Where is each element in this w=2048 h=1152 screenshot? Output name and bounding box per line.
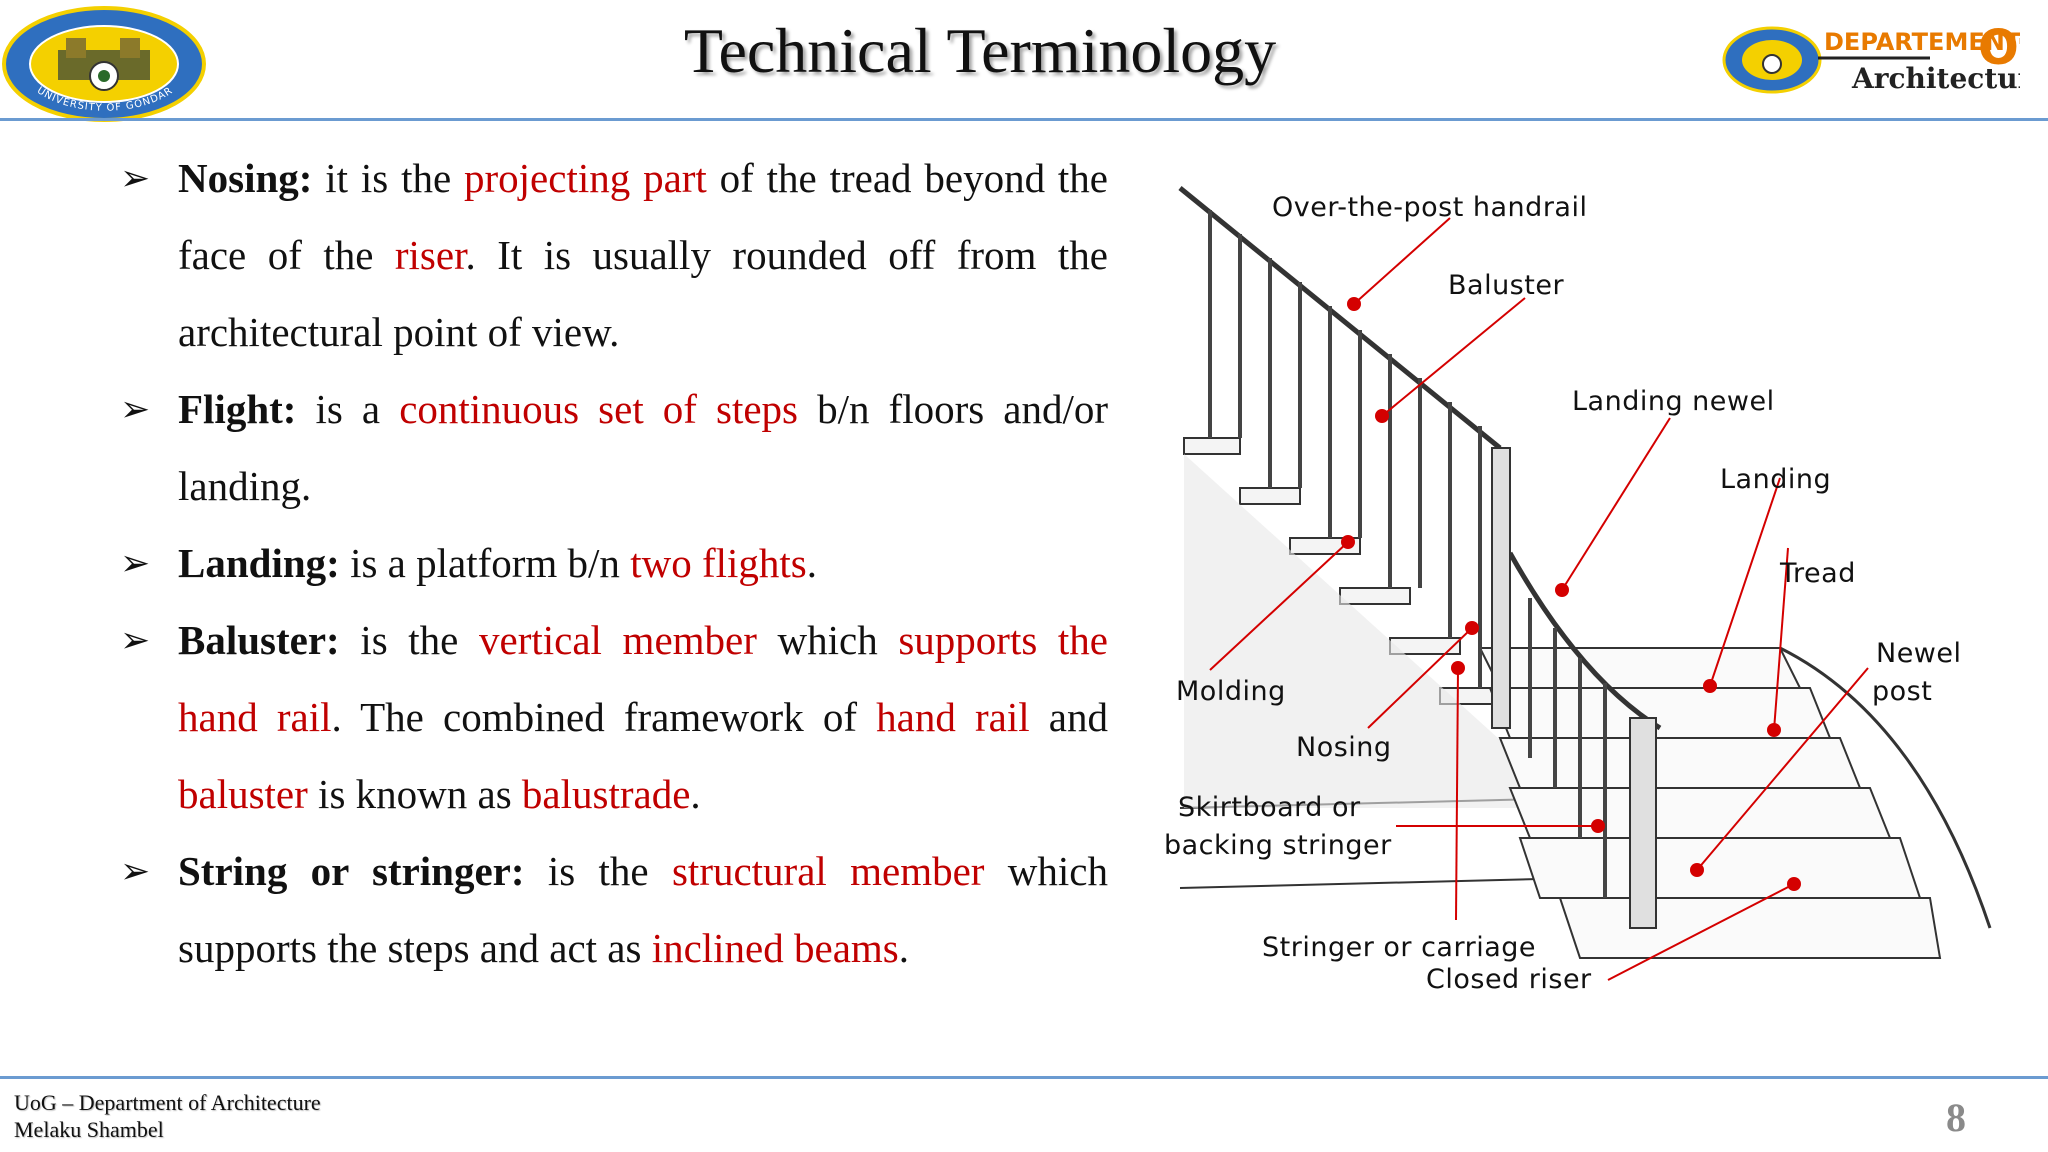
label-backing-stringer: backing stringer: [1164, 830, 1392, 861]
body-text: it is the: [312, 155, 465, 201]
bullet-list: ➢ Nosing: it is the projecting part of th…: [118, 140, 1108, 987]
label-nosing: Nosing: [1296, 732, 1392, 763]
highlighted-text: baluster: [178, 771, 308, 817]
footer-department: UoG – Department of Architecture: [14, 1090, 321, 1115]
highlighted-text: hand rail: [876, 694, 1030, 740]
footer-rule: [0, 1076, 2048, 1079]
bullet-item: ➢ Flight: is a continuous set of steps b/…: [118, 371, 1108, 525]
highlighted-text: vertical member: [479, 617, 757, 663]
body-text: .: [898, 925, 909, 971]
body-text: of the tread beyond the face of the: [178, 155, 1109, 278]
label-newel: Newel: [1876, 638, 1962, 669]
footer-author: Melaku Shambel: [14, 1117, 164, 1142]
body-text: .: [806, 540, 817, 586]
bullet-term: Nosing:: [178, 155, 313, 201]
label-landing: Landing: [1720, 464, 1831, 495]
header-rule: [0, 118, 2048, 121]
svg-text:DEPARTEMENT: DEPARTEMENT: [1824, 28, 2020, 56]
slide-title: Technical Terminology: [683, 15, 1277, 86]
body-text: b/n floors and/or landing.: [178, 386, 1108, 509]
label-post: post: [1872, 676, 1932, 707]
body-text: . The combined framework of: [331, 694, 877, 740]
department-logo: DEPARTEMENT Of Architecture: [1720, 16, 2048, 112]
bullet-arrow-icon: ➢: [120, 543, 151, 583]
highlighted-text: supports the hand rail: [178, 617, 1109, 740]
bullet-arrow-icon: ➢: [120, 851, 151, 891]
body-text: is a: [296, 386, 400, 432]
page-number: 8: [1946, 1095, 1966, 1140]
svg-text:Architecture: Architecture: [1851, 62, 2020, 95]
highlighted-text: riser: [394, 232, 466, 278]
body-text: .: [690, 771, 701, 817]
label-skirtboard: Skirtboard or: [1178, 792, 1361, 823]
department-architecture-logo-icon: DEPARTEMENT Of Architecture: [1722, 20, 2048, 95]
bullet-arrow-icon: ➢: [120, 620, 151, 660]
body-text: which: [756, 617, 899, 663]
university-of-gondar-seal-icon: UNIVERSITY OF GONDAR: [2, 6, 206, 122]
label-molding: Molding: [1176, 676, 1286, 707]
label-stringer: Stringer or carriage: [1262, 932, 1536, 963]
bullet-item: ➢ Nosing: it is the projecting part of th…: [118, 140, 1108, 371]
staircase-illustration: Over-the-post handrail Baluster Landing …: [1164, 186, 1992, 995]
highlighted-text: inclined beams: [651, 925, 899, 971]
highlighted-text: continuous set of steps: [399, 386, 799, 432]
bullet-term: Flight:: [178, 386, 297, 432]
body-text: . It is usually rounded off from the arc…: [178, 232, 1109, 355]
body-text: and: [1029, 694, 1108, 740]
label-baluster: Baluster: [1448, 270, 1564, 301]
staircase-diagram: Over-the-post handrail Baluster Landing …: [1160, 158, 2000, 1008]
body-text: which supports the steps and act as: [178, 848, 1108, 971]
label-closed-riser: Closed riser: [1426, 964, 1592, 995]
highlighted-text: two flights: [630, 540, 807, 586]
bullet-arrow-icon: ➢: [120, 389, 151, 429]
bullet-item: ➢ Landing: is a platform b/n two flights.: [118, 525, 1108, 602]
label-landing-newel: Landing newel: [1572, 386, 1775, 417]
bullet-arrow-icon: ➢: [120, 158, 151, 198]
highlighted-text: structural member: [671, 848, 985, 894]
body-text: is a platform b/n: [339, 540, 631, 586]
university-logo: UNIVERSITY OF GONDAR: [0, 4, 210, 122]
bullet-term: Baluster:: [178, 617, 340, 663]
body-text: is the: [524, 848, 672, 894]
highlighted-text: projecting part: [464, 155, 707, 201]
bullet-item: ➢ String or stringer: is the structural m…: [118, 833, 1108, 987]
highlighted-text: balustrade: [521, 771, 691, 817]
body-text: is known as: [307, 771, 522, 817]
bullet-term: String or stringer:: [178, 848, 525, 894]
lower-flight: [1478, 647, 1942, 959]
label-handrail: Over-the-post handrail: [1272, 192, 1587, 223]
bullet-term: Landing:: [178, 540, 340, 586]
body-text: is the: [339, 617, 480, 663]
bullet-item: ➢Baluster: is the vertical member which …: [118, 602, 1108, 833]
label-tread: Tread: [1779, 558, 1856, 589]
